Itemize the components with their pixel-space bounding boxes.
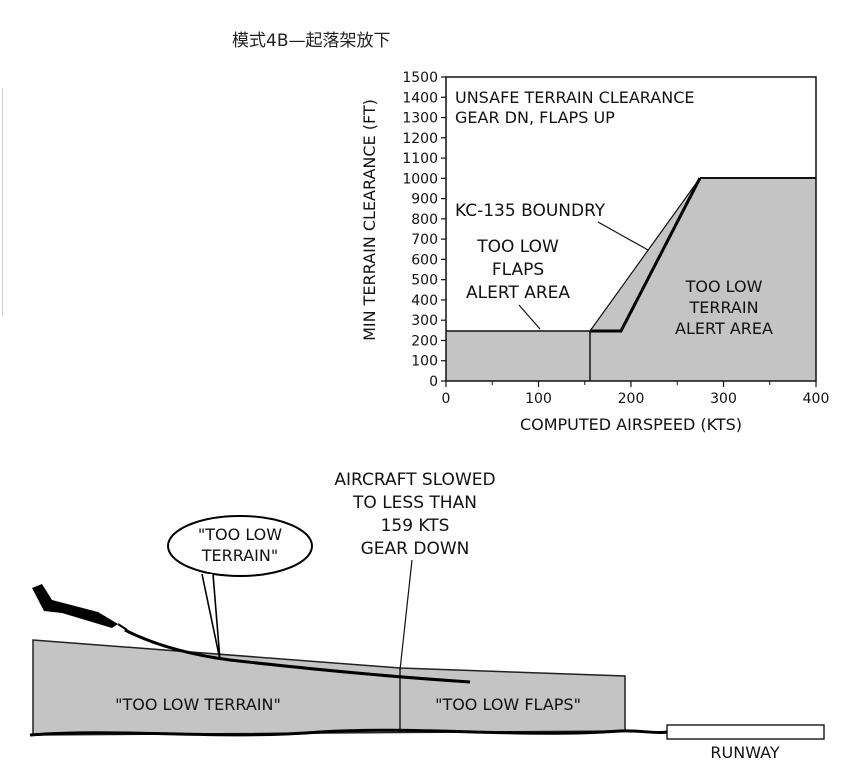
x-axis-label: COMPUTED AIRSPEED (KTS) bbox=[520, 415, 742, 434]
x-tick-label: 200 bbox=[618, 391, 645, 407]
figure-title: 模式4B—起落架放下 bbox=[232, 31, 391, 51]
kc135-leader-line bbox=[597, 221, 649, 251]
x-tick-label: 0 bbox=[442, 391, 451, 407]
flaps-area-label-3: ALERT AREA bbox=[466, 283, 570, 303]
warning-bubble bbox=[167, 515, 313, 577]
y-tick-label: 1000 bbox=[402, 171, 438, 187]
runway bbox=[666, 724, 825, 740]
y-tick-label: 700 bbox=[411, 232, 438, 248]
bubble-text-2: TERRAIN" bbox=[201, 546, 278, 565]
callout-line-1: AIRCRAFT SLOWED bbox=[334, 470, 495, 490]
y-tick-label: 400 bbox=[411, 293, 438, 309]
terrain-clearance-chart: 1500140013001200110010009008007006005004… bbox=[360, 70, 829, 434]
y-tick-label: 1100 bbox=[402, 151, 438, 167]
y-tick-label: 200 bbox=[411, 333, 438, 349]
chart-header-line-2: GEAR DN, FLAPS UP bbox=[455, 108, 615, 127]
x-axis-ticks: 0 100 200 300 400 bbox=[442, 381, 830, 407]
y-tick-label: 0 bbox=[429, 374, 438, 390]
bubble-tail bbox=[201, 573, 221, 661]
flaps-area-label-2: FLAPS bbox=[492, 260, 544, 280]
alert-zone-block bbox=[32, 639, 626, 736]
y-tick-label: 1400 bbox=[402, 90, 438, 106]
callout-line-2: TO LESS THAN bbox=[352, 493, 477, 513]
y-axis-ticks: 1500140013001200110010009008007006005004… bbox=[402, 70, 446, 390]
x-tick-label: 300 bbox=[710, 391, 737, 407]
callout-line-4: GEAR DOWN bbox=[361, 539, 470, 559]
y-tick-label: 900 bbox=[411, 192, 438, 208]
zone-flaps-label: "TOO LOW FLAPS" bbox=[435, 695, 581, 714]
kc135-boundary-line bbox=[590, 177, 702, 333]
y-tick-label: 300 bbox=[411, 313, 438, 329]
chart-header-line-1: UNSAFE TERRAIN CLEARANCE bbox=[455, 88, 694, 107]
bubble-text-1: "TOO LOW bbox=[198, 525, 282, 544]
terrain-area-label-3: ALERT AREA bbox=[675, 319, 773, 338]
flight-path bbox=[124, 628, 471, 684]
y-axis-label: MIN TERRAIN CLEARANCE (FT) bbox=[360, 99, 379, 341]
terrain-alert-region bbox=[590, 178, 816, 381]
ground-line bbox=[29, 728, 668, 737]
approach-scene: RUNWAY "TOO LOW TERRAIN" AIRCRAFT SLOWED… bbox=[29, 470, 825, 762]
y-tick-label: 600 bbox=[411, 252, 438, 268]
flaps-alert-region bbox=[446, 331, 590, 381]
callout-line-3: 159 KTS bbox=[381, 516, 450, 536]
runway-label: RUNWAY bbox=[710, 743, 779, 762]
y-tick-label: 1200 bbox=[402, 131, 438, 147]
terrain-area-label-2: TERRAIN bbox=[688, 298, 758, 317]
aircraft-icon bbox=[32, 584, 128, 631]
y-tick-label: 100 bbox=[411, 354, 438, 370]
x-tick-label: 100 bbox=[525, 391, 552, 407]
left-divider bbox=[2, 88, 3, 316]
x-tick-label: 400 bbox=[803, 391, 830, 407]
flaps-area-label-1: TOO LOW bbox=[476, 237, 559, 257]
callout-leader bbox=[399, 559, 413, 671]
zone-terrain-label: "TOO LOW TERRAIN" bbox=[115, 695, 281, 714]
y-tick-label: 800 bbox=[411, 212, 438, 228]
terrain-area-label-1: TOO LOW bbox=[685, 277, 763, 296]
y-tick-label: 1300 bbox=[402, 111, 438, 127]
flaps-leader-line bbox=[518, 304, 541, 330]
y-tick-label: 500 bbox=[411, 273, 438, 289]
y-tick-label: 1500 bbox=[402, 70, 438, 86]
kc135-boundary-label: KC-135 BOUNDRY bbox=[455, 201, 606, 221]
